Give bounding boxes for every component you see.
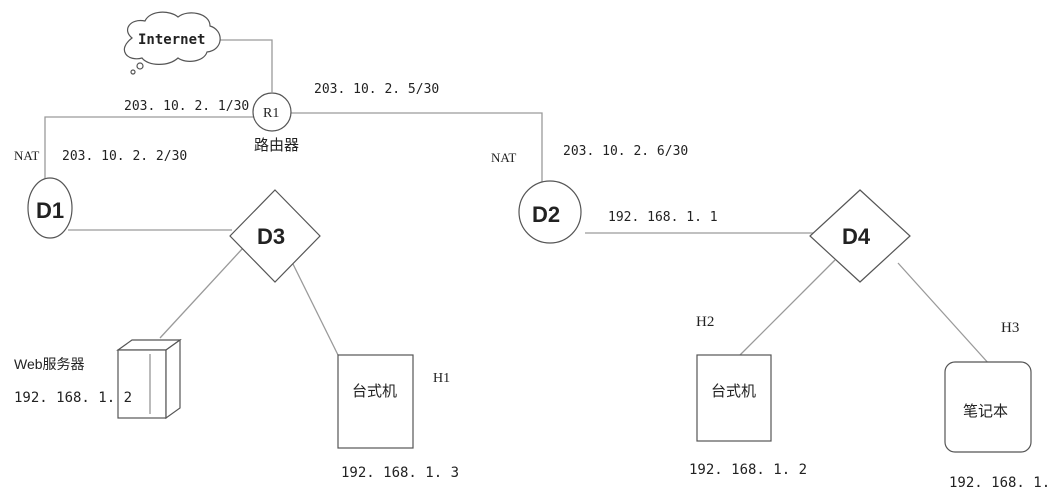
device-d3-label: D3	[257, 224, 285, 249]
host-h3-label: 笔记本	[963, 403, 1008, 420]
nat-left-label: NAT	[14, 148, 39, 163]
internet-cloud-icon	[123, 11, 221, 75]
ip-r1-d1-d1: 203. 10. 2. 2/30	[62, 149, 187, 164]
device-d2-label: D2	[532, 202, 560, 227]
link-d4-h3	[897, 262, 991, 366]
device-d4-label: D4	[842, 224, 871, 249]
link-r1-d1	[44, 116, 254, 180]
link-r1-d2	[290, 112, 543, 182]
device-d3-icon	[229, 189, 321, 283]
ip-r1-d1-r1: 203. 10. 2. 1/30	[124, 99, 249, 114]
host-h3-ip: 192. 168. 1. 3	[949, 475, 1055, 491]
host-h1-desktop-icon	[337, 354, 414, 449]
host-h1-tag: H1	[433, 371, 450, 386]
link-d3-web	[159, 247, 244, 339]
links	[44, 39, 991, 366]
link-internet-r1	[210, 39, 273, 92]
host-h2-label: 台式机	[711, 383, 756, 400]
host-h3-laptop-icon	[944, 361, 1032, 453]
device-d2-icon	[518, 180, 582, 244]
device-d4-icon	[809, 189, 911, 283]
router-id: R1	[263, 106, 279, 121]
host-h1-ip: 192. 168. 1. 3	[341, 465, 459, 481]
link-d4-h2	[739, 259, 836, 356]
web-server-icon	[116, 338, 182, 420]
device-d1-icon	[27, 177, 73, 239]
device-d1-label: D1	[36, 198, 64, 223]
web-server-label: Web服务器	[14, 356, 85, 372]
host-h2-tag: H2	[696, 314, 714, 330]
host-h2-desktop-icon	[696, 354, 772, 442]
link-d3-h1	[289, 257, 339, 356]
router-label: 路由器	[254, 137, 299, 154]
nat-right-label: NAT	[491, 150, 516, 165]
web-server-ip: 192. 168. 1. 2	[14, 390, 132, 406]
ip-d2-d4: 192. 168. 1. 1	[608, 210, 718, 225]
router-r1-icon	[252, 92, 292, 132]
host-h3-tag: H3	[1001, 320, 1019, 336]
internet-label: Internet	[138, 32, 205, 48]
ip-r1-d2-d2: 203. 10. 2. 6/30	[563, 144, 688, 159]
host-h1-label: 台式机	[352, 383, 397, 400]
host-h2-ip: 192. 168. 1. 2	[689, 462, 807, 478]
ip-r1-d2-r1: 203. 10. 2. 5/30	[314, 82, 439, 97]
